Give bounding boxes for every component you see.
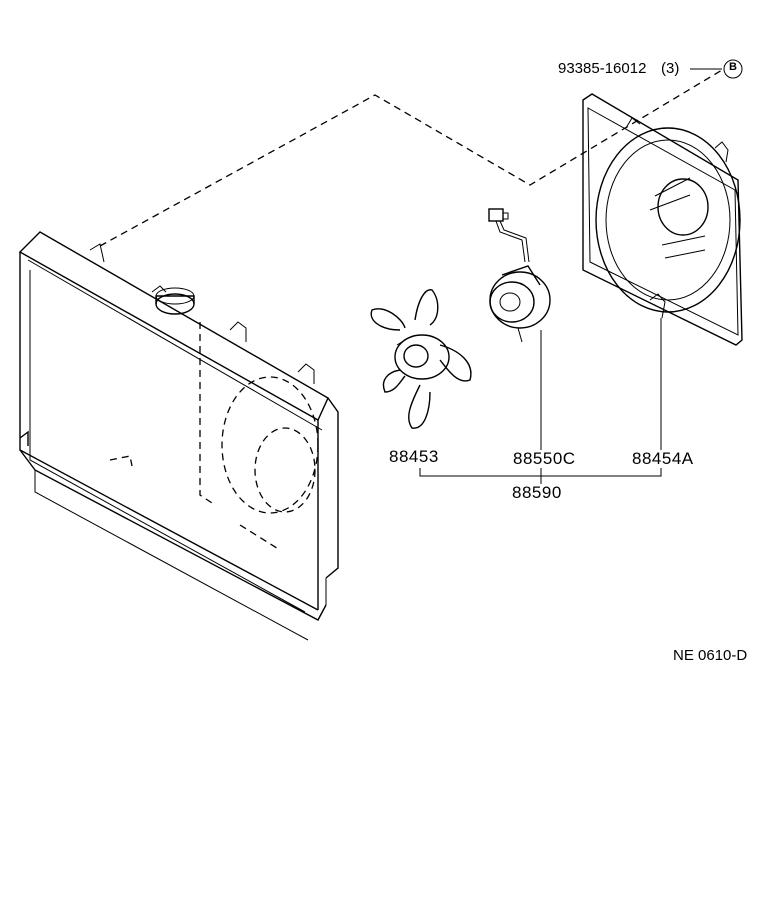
- fan-shroud: [582, 93, 743, 346]
- callout-fan: 88453: [389, 447, 439, 466]
- bolt-marker-circle: [723, 59, 743, 79]
- fan-blade: [370, 289, 472, 429]
- callout-shroud: 88454A: [632, 449, 694, 468]
- callout-bolt: 93385-16012: [558, 60, 647, 77]
- diagram-code: NE 0610-D: [673, 647, 748, 664]
- assembly-bracket: [419, 468, 662, 484]
- fan-motor: [488, 208, 551, 343]
- callout-assembly: 88590: [512, 483, 562, 502]
- radiator: [18, 231, 339, 641]
- bolt-marker-label: B: [729, 61, 737, 73]
- callout-bolt-qty: (3): [661, 60, 680, 77]
- radiator-cap: [151, 285, 195, 315]
- callout-motor: 88550C: [513, 449, 576, 468]
